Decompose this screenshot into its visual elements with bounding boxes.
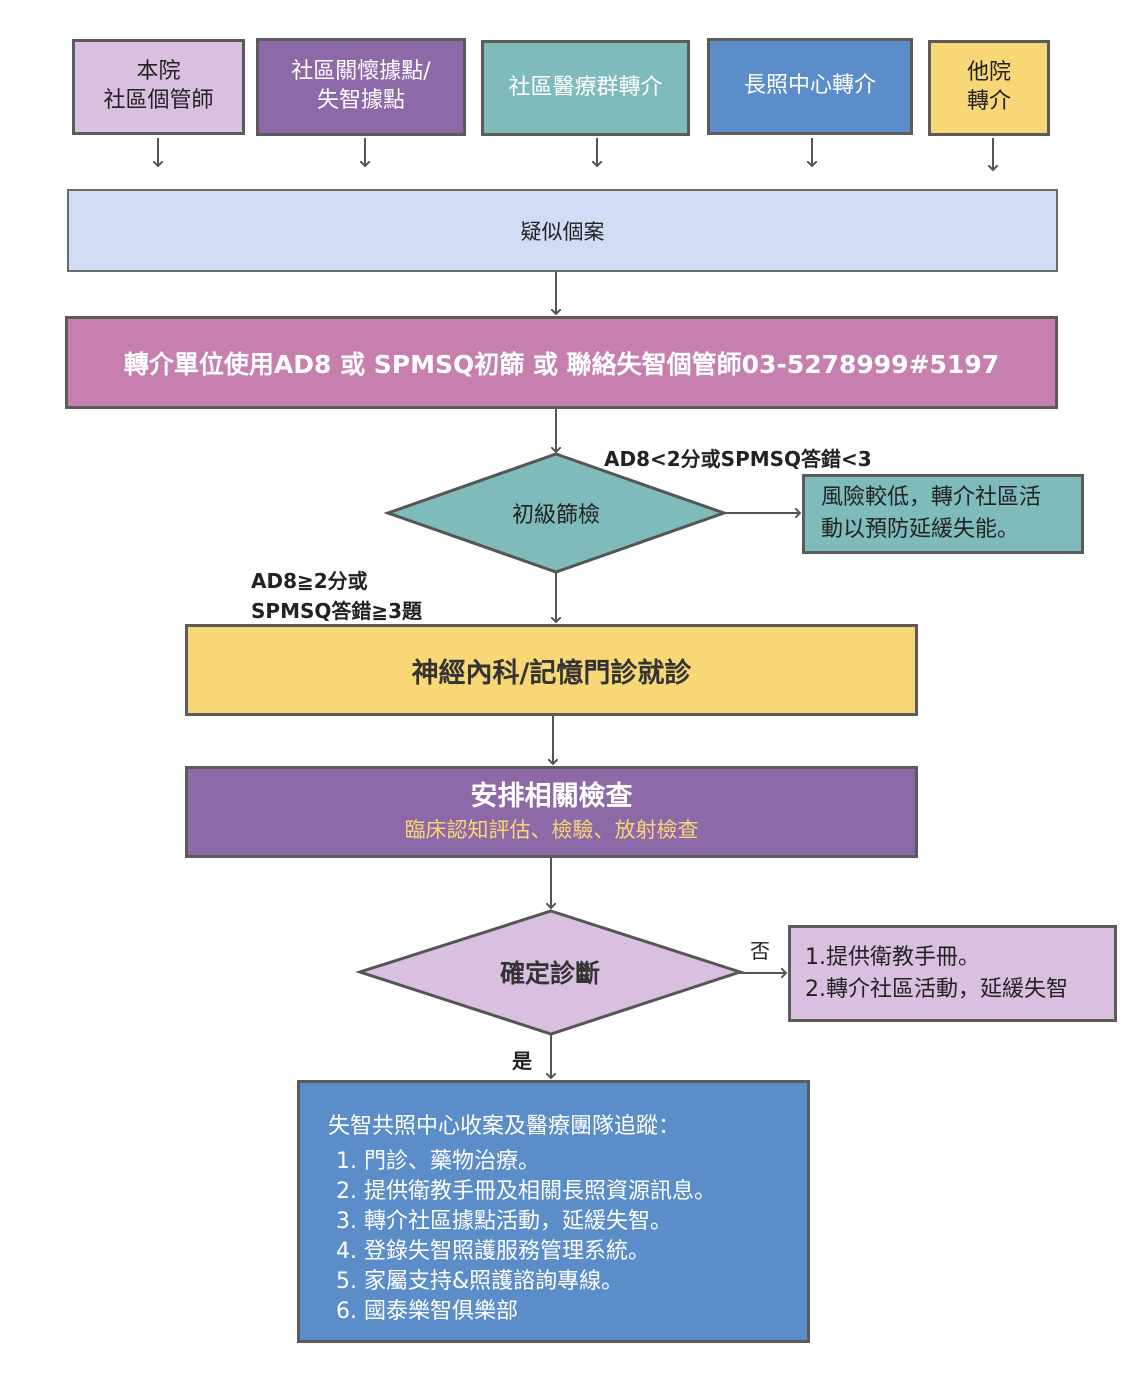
source-box-community-care-point: 社區關懷據點/失智據點 bbox=[256, 38, 466, 136]
suspected-case-box: 疑似個案 bbox=[67, 189, 1058, 272]
clinic-label: 神經內科/記憶門診就診 bbox=[411, 657, 692, 689]
exam-subtitle: 臨床認知評估、檢驗、放射檢查 bbox=[404, 818, 699, 842]
diagnosis-no-label: 否 bbox=[750, 939, 770, 963]
final-care-item: 3. 轉介社區據點活動，延緩失智。 bbox=[336, 1209, 672, 1234]
final-care-item: 4. 登錄失智照護服務管理系統。 bbox=[336, 1239, 650, 1264]
diagnosis-label: 確定診斷 bbox=[499, 959, 600, 988]
low-risk-box: 風險較低，轉介社區活動以預防延緩失能。 bbox=[802, 474, 1084, 554]
referral-box: 轉介單位使用AD8 或 SPMSQ初篩 或 聯絡失智個管師03-5278999#… bbox=[65, 316, 1058, 409]
low-score-condition: AD8<2分或SPMSQ答錯<3 bbox=[604, 447, 872, 471]
final-care-item: 2. 提供衛教手冊及相關長照資源訊息。 bbox=[336, 1179, 716, 1204]
screening-label: 初級篩檢 bbox=[511, 503, 600, 528]
source-box-community-medical-group: 社區醫療群轉介 bbox=[481, 40, 690, 136]
diagnosis-diamond bbox=[355, 909, 745, 1036]
diagnosis-diamond-label-wrap: 確定診斷 bbox=[450, 948, 650, 996]
final-care-box: 失智共照中心收案及醫療團隊追蹤： 1. 門診、藥物治療。 2. 提供衛教手冊及相… bbox=[297, 1080, 810, 1343]
exam-box: 安排相關檢查 臨床認知評估、檢驗、放射檢查 bbox=[185, 766, 918, 858]
screening-diamond bbox=[383, 452, 729, 574]
clinic-box: 神經內科/記憶門診就診 bbox=[185, 624, 918, 716]
referral-label: 轉介單位使用AD8 或 SPMSQ初篩 或 聯絡失智個管師03-5278999#… bbox=[123, 349, 1000, 379]
final-care-item: 1. 門診、藥物治療。 bbox=[336, 1149, 540, 1174]
negative-result-box: 1.提供衛教手冊。2.轉介社區活動，延緩失智 bbox=[788, 925, 1117, 1022]
exam-title: 安排相關檢查 bbox=[470, 781, 633, 812]
high-score-condition: AD8≧2分或 SPMSQ答錯≧3題 bbox=[251, 569, 423, 623]
final-care-item: 6. 國泰樂智俱樂部 bbox=[336, 1299, 518, 1324]
source-box-long-term-care-center: 長照中心轉介 bbox=[707, 38, 913, 135]
final-care-item: 5. 家屬支持&照護諮詢專線。 bbox=[336, 1269, 624, 1294]
suspected-case-label: 疑似個案 bbox=[520, 219, 605, 244]
source-box-other-hospital: 他院轉介 bbox=[928, 40, 1050, 136]
screening-diamond-label-wrap: 初級篩檢 bbox=[470, 490, 642, 536]
source-box-hospital-case-manager: 本院社區個管師 bbox=[72, 39, 245, 135]
final-care-title: 失智共照中心收案及醫療團隊追蹤： bbox=[328, 1114, 681, 1139]
diagnosis-yes-label: 是 bbox=[512, 1049, 532, 1073]
